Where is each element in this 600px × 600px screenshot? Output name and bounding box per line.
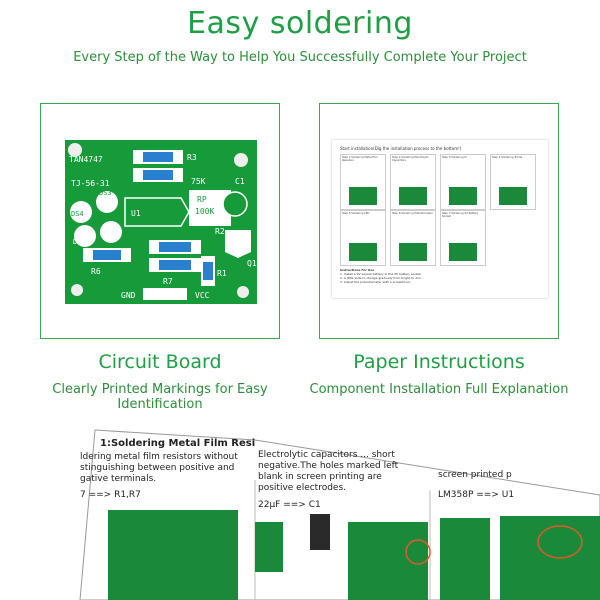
step-card: Step 1:Soldering Metal Film Resistors [340, 154, 386, 210]
label-r3: R3 [187, 153, 197, 162]
label-q1: Q1 [247, 259, 257, 268]
step-card: Step 6:Soldering Potentiometer [390, 210, 436, 266]
instruction-sheet: Start installation(Dig the installation … [332, 140, 548, 298]
label-c1: C1 [235, 177, 245, 186]
instructions-block: Instructions For Use 1. Install a 9V squ… [340, 268, 422, 284]
step-card: Step 4:Soldering Triode [490, 154, 536, 210]
label-vcc: VCC [195, 291, 210, 300]
pcb-image: R3 TAN4747 TJ-56-31 75K C1 DS3 DS4 DS2 D… [65, 140, 257, 308]
doc-header: Start installation(Dig the installation … [340, 146, 462, 151]
label-ds1: DS1 [103, 234, 116, 242]
step2-text: Electrolytic capacitors ... short negati… [258, 450, 399, 493]
circuit-board-caption: Circuit Board [98, 351, 222, 373]
label-r7: R7 [163, 277, 173, 286]
page-subtitle: Every Step of the Way to Help You Succes… [73, 50, 527, 65]
label-r1: R1 [217, 269, 227, 278]
label-u1: U1 [131, 209, 141, 218]
step-card: Step 3:Soldering IC [440, 154, 486, 210]
step-card: Step 5:Soldering LED [340, 210, 386, 266]
label-ds3: DS3 [99, 189, 112, 197]
step1-title: 1:Soldering Metal Film Resi [100, 438, 256, 449]
step-card: Step 7:Soldering 9V Battery Socket [440, 210, 486, 266]
step2-code: 22µF ==> C1 [258, 500, 321, 510]
label-tj: TJ-56-31 [71, 179, 110, 188]
instruction-closeup: 1:Soldering Metal Film Resi ldering meta… [0, 410, 600, 600]
paper-instructions-caption: Paper Instructions [353, 351, 525, 373]
label-rp-val: 100K [195, 207, 214, 216]
label-r2: R2 [215, 227, 225, 236]
step-card: Step 2:Soldering Electrolytic Capacitors [390, 154, 436, 210]
step1-text: ldering metal film resistors without sti… [80, 452, 238, 484]
step3-code: LM358P ==> U1 [438, 490, 515, 500]
label-part-a: TAN4747 [69, 155, 103, 164]
circuit-board-card: R3 TAN4747 TJ-56-31 75K C1 DS3 DS4 DS2 D… [40, 103, 280, 339]
circuit-board-description: Clearly Printed Markings for Easy Identi… [52, 382, 268, 412]
step3-text: screen printed p [438, 470, 512, 480]
label-ds2: DS2 [73, 238, 86, 246]
label-rp: RP [197, 195, 207, 204]
label-ds4: DS4 [71, 210, 84, 218]
label-r6: R6 [91, 267, 101, 276]
label-gnd: GND [121, 291, 136, 300]
step1-code: 7 ==> R1,R7 [80, 490, 141, 500]
paper-instructions-card: Start installation(Dig the installation … [319, 103, 559, 339]
label-75k: 75K [191, 177, 206, 186]
paper-instructions-description: Component Installation Full Explanation [309, 382, 569, 397]
page-title: Easy soldering [187, 6, 413, 41]
